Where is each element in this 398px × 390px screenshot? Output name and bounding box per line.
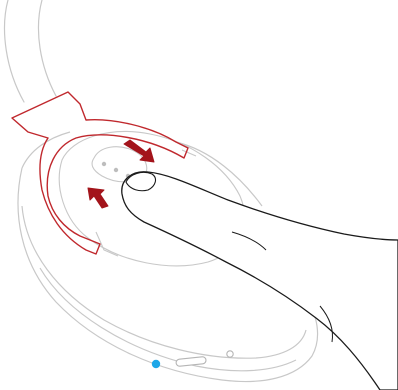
swipe-up-arrow-icon — [88, 188, 108, 208]
status-led-icon — [152, 360, 160, 368]
charging-port-icon — [176, 356, 207, 366]
sensor-dots — [102, 162, 130, 178]
headband — [5, 0, 56, 102]
button-icon — [227, 351, 233, 357]
